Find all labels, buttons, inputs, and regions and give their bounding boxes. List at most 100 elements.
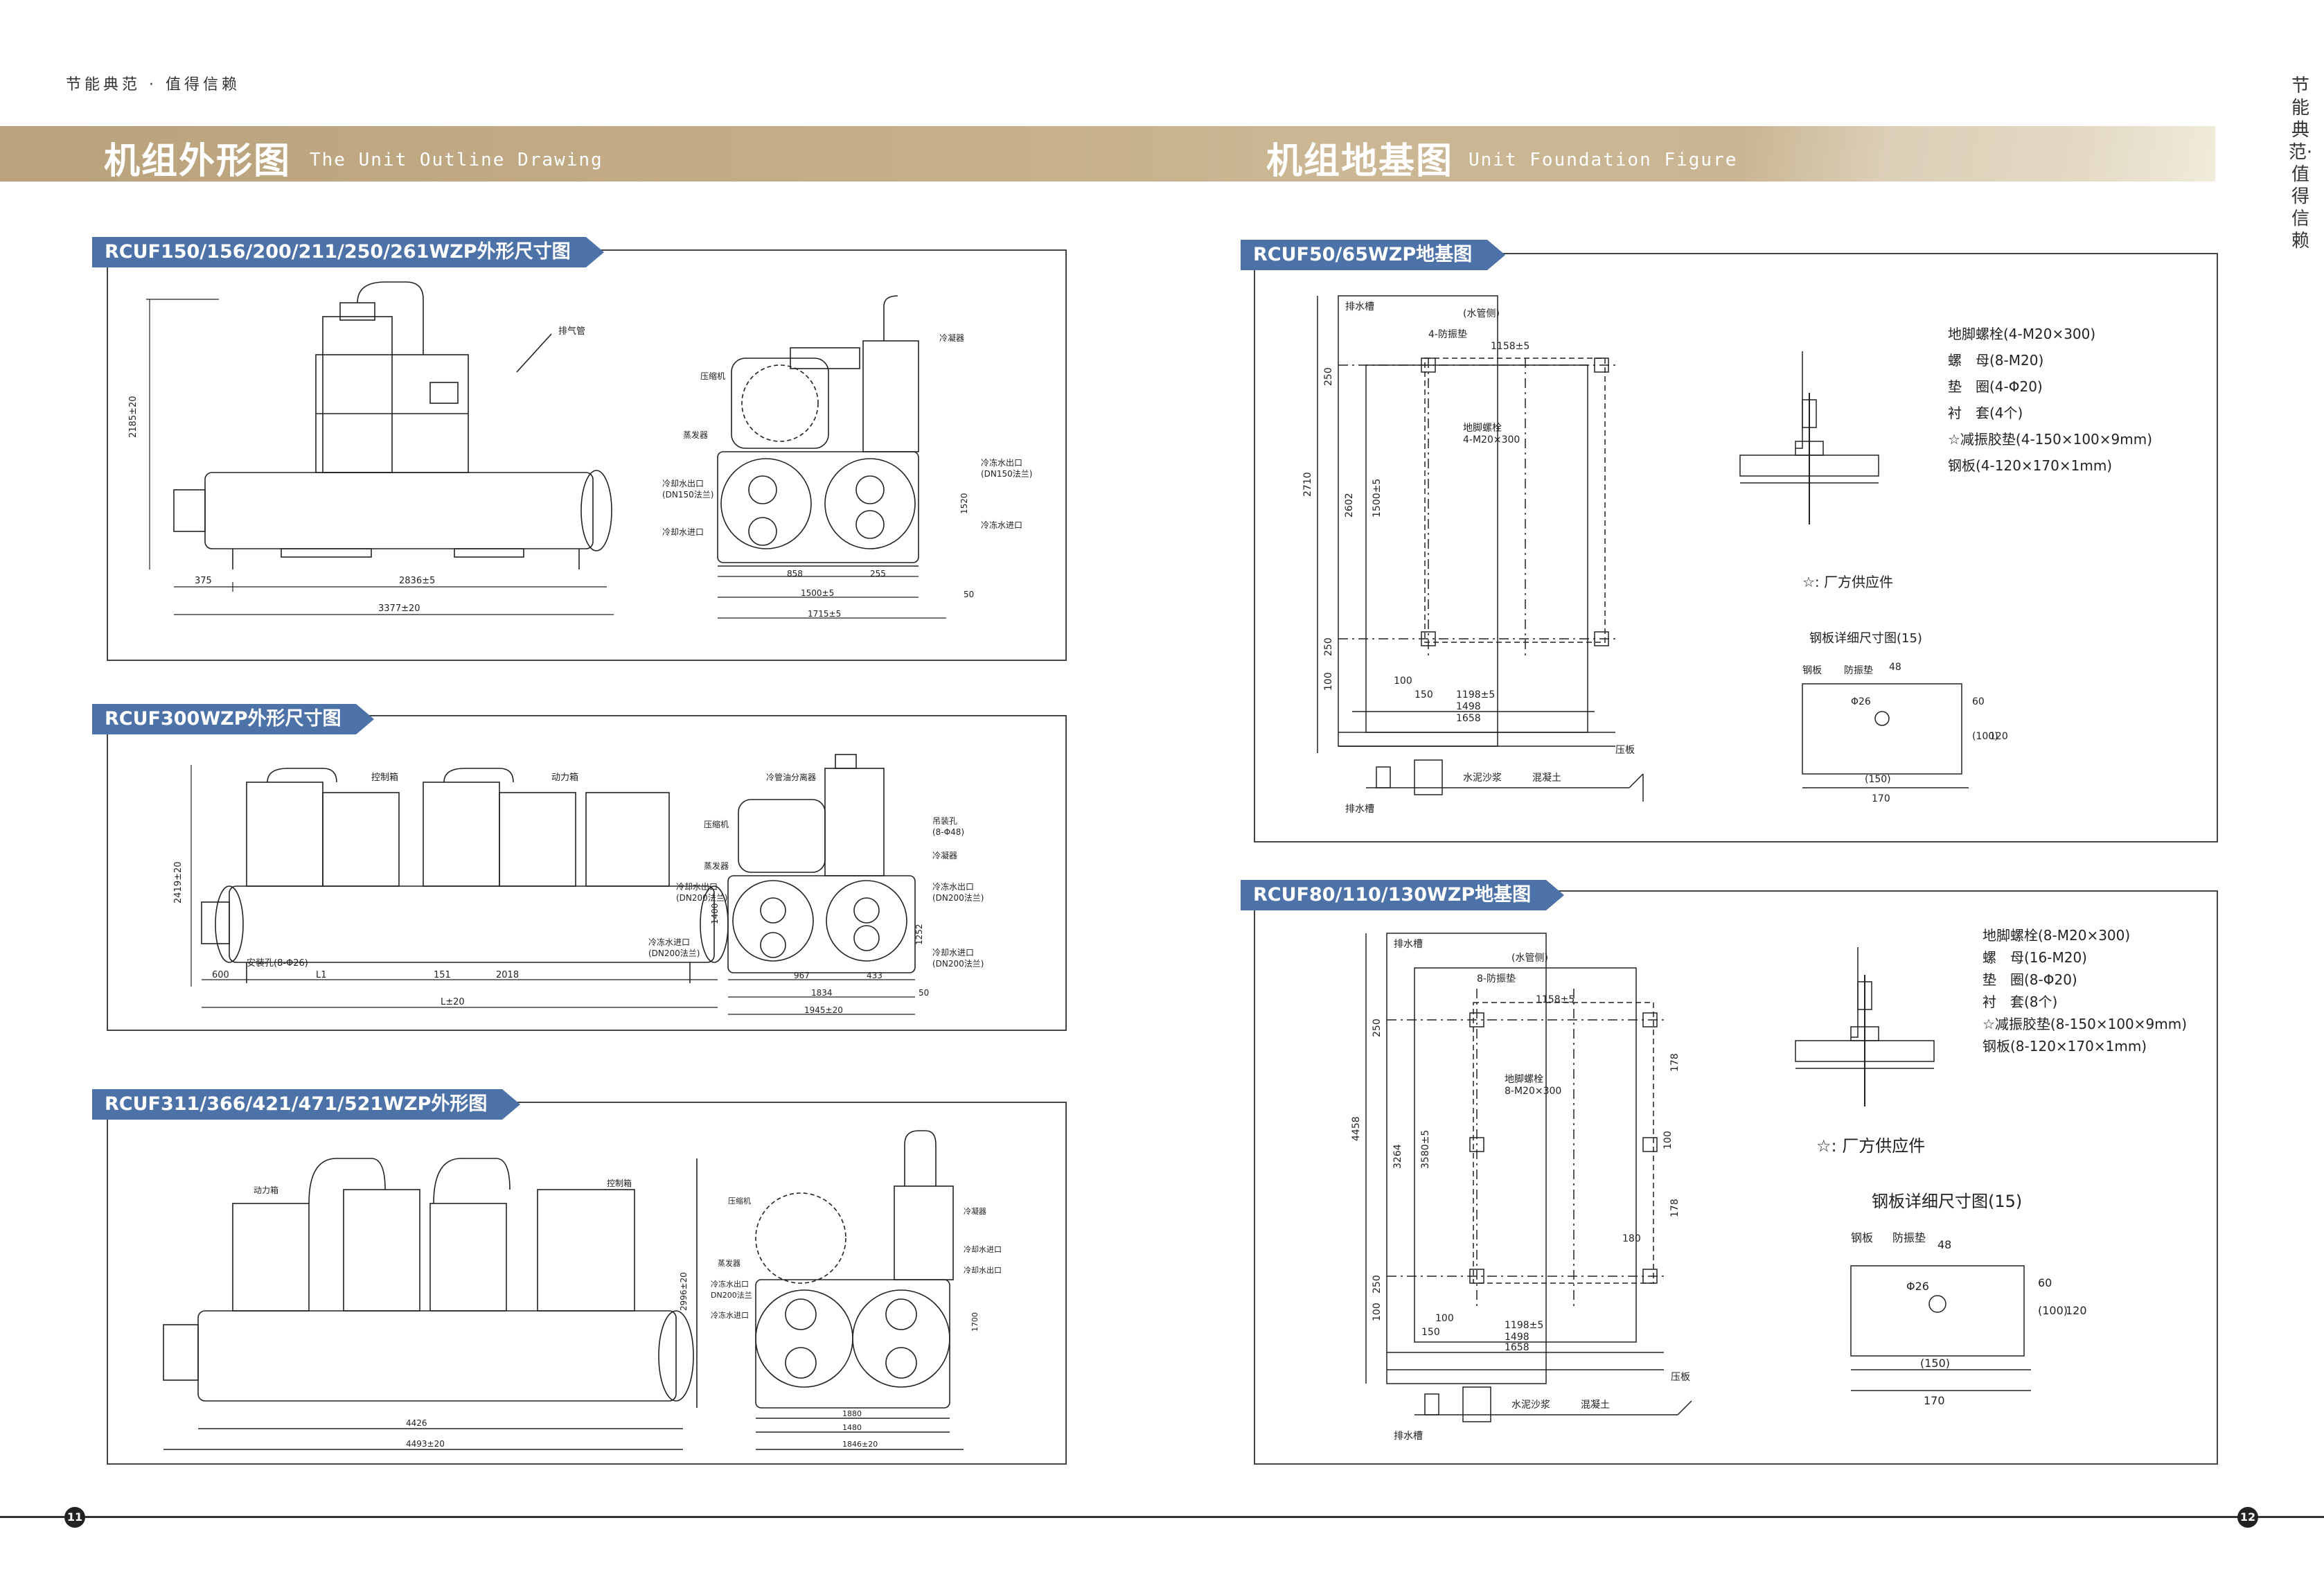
detail-phi26-1: Φ26 bbox=[1851, 696, 1871, 707]
label-pipe-side-1: (水管侧) bbox=[1463, 308, 1500, 319]
label-compressor: 压缩机 bbox=[700, 371, 725, 381]
side-view-unit bbox=[173, 281, 612, 570]
panel-4-title: RCUF50/65WZP地基图 bbox=[1241, 240, 1506, 270]
outline-panel-2: 2419±20 600 L1 151 2018 L±20 控制箱 动力箱 安装孔… bbox=[107, 715, 1067, 1031]
left-section-title: 机组外形图 bbox=[104, 141, 292, 182]
label-condenser-2: 冷凝器 bbox=[932, 850, 957, 861]
front-view-unit bbox=[717, 295, 919, 567]
label-condenser: 冷凝器 bbox=[939, 333, 964, 343]
foundation-drawing-1: 排水槽 (水管侧) 4-防振垫 地脚螺栓 4-M20×300 1158±5 25… bbox=[1302, 295, 2152, 815]
dim-1158-2: 1158±5 bbox=[1536, 994, 1575, 1005]
dim-100-2: 100 bbox=[1435, 1313, 1454, 1324]
dim-151: 151 bbox=[434, 970, 451, 980]
header-slogan: 节能典范 · 值得信赖 bbox=[66, 76, 240, 94]
panel-2-title: RCUF300WZP外形尺寸图 bbox=[92, 704, 375, 734]
legend-anchor-1: 地脚螺栓(4-M20×300) bbox=[1948, 326, 2095, 342]
label-anchor-bolt-2: 地脚螺栓 bbox=[1505, 1074, 1543, 1085]
anchor-detail-1 bbox=[1739, 351, 1879, 524]
label-evaporator-2: 蒸发器 bbox=[704, 861, 729, 871]
outline-panel-3: 4426 4493±20 2996±20 动力箱 控制箱 1880 1480 1… bbox=[107, 1102, 1067, 1465]
dim-4458: 4458 bbox=[1351, 1116, 1362, 1141]
detail-pad-label-1: 防振垫 bbox=[1844, 665, 1873, 676]
anchor-detail-2 bbox=[1795, 947, 1935, 1106]
dim-2602: 2602 bbox=[1344, 493, 1355, 518]
legend-plate-2: 钢板(8-120×170×1mm) bbox=[1983, 1038, 2147, 1055]
foundation-drawing-2: 排水槽 (水管侧) 8-防振垫 地脚螺栓 8-M20×300 1158±5 25… bbox=[1351, 927, 2187, 1442]
dim-375: 375 bbox=[195, 576, 212, 586]
dim-250-2b: 250 bbox=[1372, 1275, 1383, 1294]
outline-panel-1: 2185±20 375 2836±5 3377±20 排气管 bbox=[107, 249, 1067, 661]
dim-3377: 3377±20 bbox=[378, 603, 420, 614]
dim-height-1: 2185±20 bbox=[128, 396, 139, 438]
label-drain-1b: 排水槽 bbox=[1345, 804, 1374, 815]
note-factory-1: ☆: 厂方供应件 bbox=[1802, 574, 1893, 590]
legend-plate-1: 钢板(4-120×170×1mm) bbox=[1948, 457, 2112, 474]
dim-3264: 3264 bbox=[1392, 1144, 1403, 1169]
detail-120-1: 120 bbox=[1989, 731, 2008, 742]
dim-1400: 1400 bbox=[710, 903, 720, 924]
label-anchor-bolt-1: 地脚螺栓 bbox=[1463, 423, 1502, 434]
dim-4426: 4426 bbox=[406, 1418, 427, 1428]
dim-1834: 1834 bbox=[811, 988, 833, 998]
label-chilled-outlet: 冷冻水出口 bbox=[981, 457, 1022, 468]
label-dn200-d: (DN200法兰) bbox=[932, 959, 984, 969]
detail-48-1: 48 bbox=[1889, 662, 1901, 673]
label-chilled-inlet-3: 冷冻水进口 bbox=[711, 1310, 749, 1320]
label-chilled-outlet-3: 冷冻水出口 bbox=[711, 1279, 749, 1289]
detail-48-2: 48 bbox=[1937, 1238, 1951, 1251]
legend-washer-1: 垫 圈(4-Φ20) bbox=[1948, 378, 2043, 395]
page-number-left: 11 bbox=[64, 1507, 85, 1528]
label-8-phi48: (8-Φ48) bbox=[932, 827, 964, 837]
label-mortar-1: 水泥沙浆 bbox=[1463, 773, 1502, 784]
label-drain-2: 排水槽 bbox=[1394, 939, 1423, 950]
dim-1520: 1520 bbox=[959, 493, 969, 514]
foundation-panel-2: 排水槽 (水管侧) 8-防振垫 地脚螺栓 8-M20×300 1158±5 25… bbox=[1254, 890, 2218, 1465]
label-condenser-3: 冷凝器 bbox=[964, 1206, 986, 1216]
footer-rule bbox=[0, 1516, 2324, 1518]
label-dn200-3: DN200法兰 bbox=[711, 1290, 752, 1300]
label-cooling-inlet-3: 冷却水进口 bbox=[964, 1245, 1002, 1254]
dim-1198-1: 1198±5 bbox=[1456, 689, 1495, 700]
dim-150-2: 150 bbox=[1421, 1327, 1440, 1338]
label-vibration-pads-2: 8-防振垫 bbox=[1477, 973, 1516, 985]
side-view-unit-3 bbox=[163, 1158, 698, 1450]
detail-150-2: (150) bbox=[1920, 1357, 1950, 1370]
dim-1945: 1945±20 bbox=[804, 1005, 843, 1015]
label-chilled-inlet-2: 冷冻水进口 bbox=[648, 937, 690, 947]
steel-plate-detail-2 bbox=[1850, 1265, 2031, 1391]
detail-60-1: 60 bbox=[1972, 696, 1985, 707]
detail-plate-label-2: 钢板 bbox=[1851, 1231, 1873, 1244]
label-cooling-outlet-2: 冷却水出口 bbox=[676, 882, 718, 892]
label-exhaust-pipe: 排气管 bbox=[558, 326, 585, 337]
dim-250-1b: 250 bbox=[1323, 637, 1334, 656]
page-number-right: 12 bbox=[2237, 1507, 2258, 1528]
dim-180-2: 180 bbox=[1622, 1233, 1641, 1244]
label-power-box: 动力箱 bbox=[551, 772, 578, 783]
dim-1658-2: 1658 bbox=[1505, 1342, 1529, 1353]
label-compressor-3: 压缩机 bbox=[728, 1196, 751, 1206]
label-press-plate-2: 压板 bbox=[1671, 1372, 1690, 1383]
legend-pad-2: ☆减振胶垫(8-150×100×9mm) bbox=[1983, 1016, 2187, 1032]
dim-2018: 2018 bbox=[496, 970, 519, 980]
label-chilled-outlet-2: 冷冻水出口 bbox=[932, 881, 974, 892]
label-drain-1: 排水槽 bbox=[1345, 301, 1374, 312]
dim-1715: 1715±5 bbox=[808, 609, 841, 619]
right-section-title: 机组地基图 bbox=[1266, 141, 1454, 182]
dim-255: 255 bbox=[870, 569, 886, 579]
panel-3-title: RCUF311/366/421/471/521WZP外形图 bbox=[92, 1089, 521, 1120]
dim-3580: 3580±5 bbox=[1420, 1130, 1431, 1169]
front-view-unit-3 bbox=[755, 1130, 964, 1450]
legend-anchor-2: 地脚螺栓(8-M20×300) bbox=[1983, 927, 2130, 944]
front-view-unit-2 bbox=[727, 754, 916, 973]
dim-967: 967 bbox=[794, 971, 810, 980]
legend-nut-1: 螺 母(8-M20) bbox=[1948, 352, 2043, 369]
detail-170-1: 170 bbox=[1872, 793, 1890, 804]
foundation-section-1 bbox=[1366, 759, 1644, 802]
label-evaporator: 蒸发器 bbox=[683, 430, 708, 440]
dim-1500: 1500±5 bbox=[801, 588, 834, 598]
dim-50: 50 bbox=[964, 590, 974, 599]
foundation-plan-2 bbox=[1365, 933, 1664, 1384]
label-pipe-side-2: (水管侧) bbox=[1511, 953, 1548, 964]
label-cooling-outlet-3: 冷却水出口 bbox=[964, 1265, 1002, 1275]
foundation-plan-1 bbox=[1317, 295, 1615, 753]
